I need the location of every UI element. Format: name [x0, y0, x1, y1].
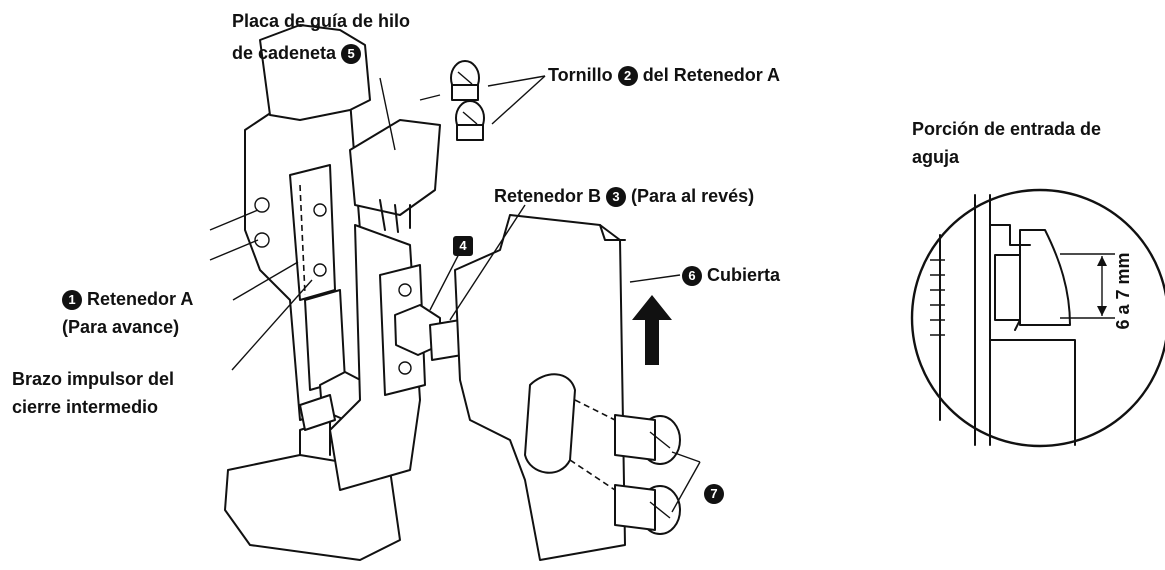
callout-7-badge: 7	[704, 484, 724, 504]
callout-1-badge: 1	[62, 290, 82, 310]
label-placa-line2: de cadeneta 5	[232, 42, 362, 64]
label-cubierta: 6 Cubierta	[682, 264, 780, 286]
screw-2-lower	[455, 100, 485, 141]
callout-4-badge: 4	[453, 236, 473, 256]
label-retenedor-b-post: (Para al revés)	[631, 186, 755, 206]
callout-6-badge: 6	[682, 266, 702, 286]
label-retenedor-b: Retenedor B 3 (Para al revés)	[494, 185, 754, 207]
label-retenedor-a: 1 Retenedor A	[62, 288, 193, 310]
upward-arrow	[632, 295, 672, 365]
screw-2-upper	[450, 60, 480, 101]
label-placa-line2-text: de cadeneta	[232, 43, 337, 63]
label-retenedor-a-text: Retenedor A	[87, 289, 194, 309]
callout-2-badge: 2	[617, 66, 638, 86]
label-tornillo-post: del Retenedor A	[642, 65, 781, 85]
label-retenedor-a-line2: (Para avance)	[62, 317, 180, 337]
label-cubierta-text: Cubierta	[707, 265, 781, 285]
callout-5-badge: 5	[341, 44, 362, 64]
callout-7: 7	[704, 482, 724, 504]
label-brazo-line1: Brazo impulsor del	[12, 369, 175, 389]
label-brazo-line2: cierre intermedio	[12, 397, 159, 417]
needle-entry-detail	[910, 188, 1165, 448]
callout-3-badge: 3	[606, 187, 627, 207]
label-tornillo: Tornillo 2 del Retenedor A	[548, 64, 780, 86]
dimension-label: 6 a 7 mm	[1113, 252, 1133, 330]
label-tornillo-text: Tornillo	[548, 65, 613, 85]
label-porcion-line1: Porción de entrada de	[912, 119, 1102, 139]
thread-guide-plate	[349, 119, 441, 216]
label-porcion-line2: aguja	[912, 147, 960, 167]
top-support	[259, 24, 371, 121]
label-retenedor-b-text: Retenedor B	[494, 186, 602, 206]
callout-4: 4	[453, 234, 473, 256]
cover-slot	[524, 373, 576, 474]
label-placa-line1: Placa de guía de hilo	[232, 11, 411, 31]
screw-7-lower	[614, 484, 681, 535]
screw-7-upper	[614, 414, 681, 465]
